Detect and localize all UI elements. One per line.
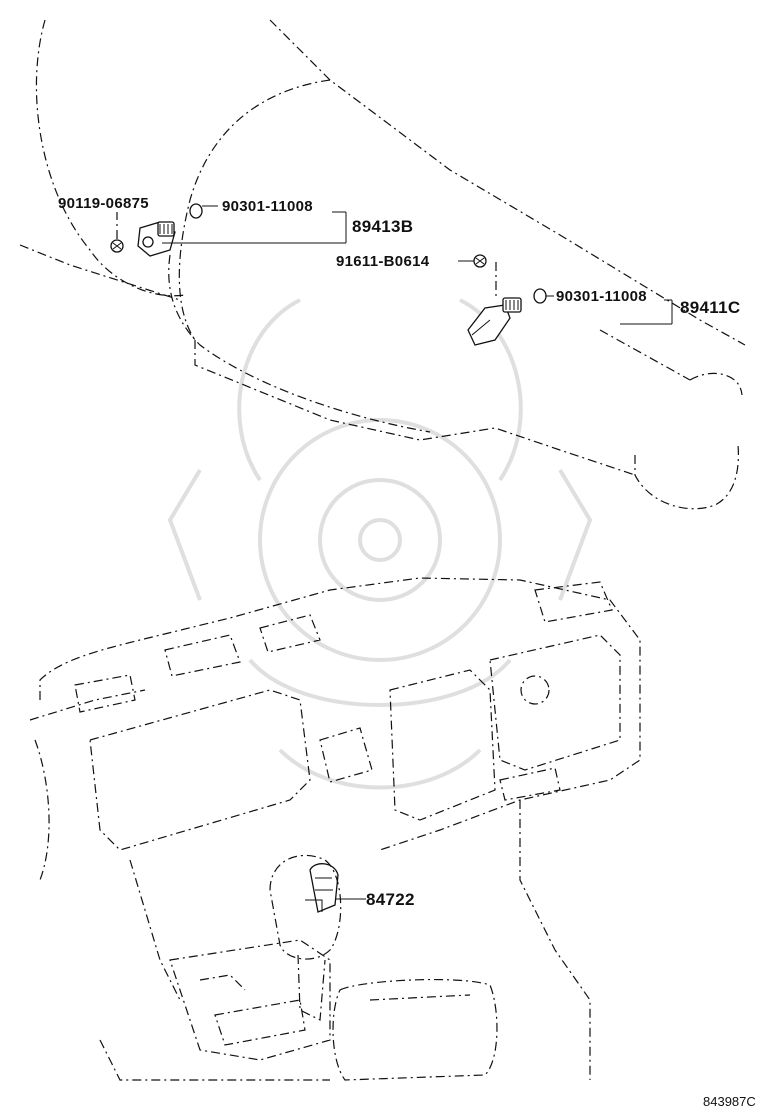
oring-b	[189, 203, 203, 219]
oring-c	[533, 288, 547, 304]
bolt-90119-06875	[110, 212, 124, 253]
figure-number: 843987C	[703, 1094, 756, 1109]
label-oring-89411c: 90301-11008	[556, 288, 647, 305]
watermark-emblem	[167, 298, 593, 790]
label-bolt-89411c: 91611-B0614	[336, 253, 430, 270]
label-group-89411c: 89411C	[680, 298, 740, 317]
label-group-89413b: 89413B	[352, 217, 413, 236]
shift-lever	[269, 854, 342, 1021]
leader-lines	[162, 205, 673, 900]
label-shift-knob: 84722	[366, 890, 415, 909]
label-oring-89413b: 90301-11008	[222, 198, 313, 215]
speed-sensor-89413b	[137, 221, 176, 257]
speed-sensor-89411c	[467, 297, 522, 346]
label-bolt-89413b: 90119-06875	[58, 195, 149, 212]
dashboard-outline	[29, 577, 641, 1081]
bolt-91611-b0614	[473, 254, 497, 300]
transmission-housing	[19, 19, 746, 510]
